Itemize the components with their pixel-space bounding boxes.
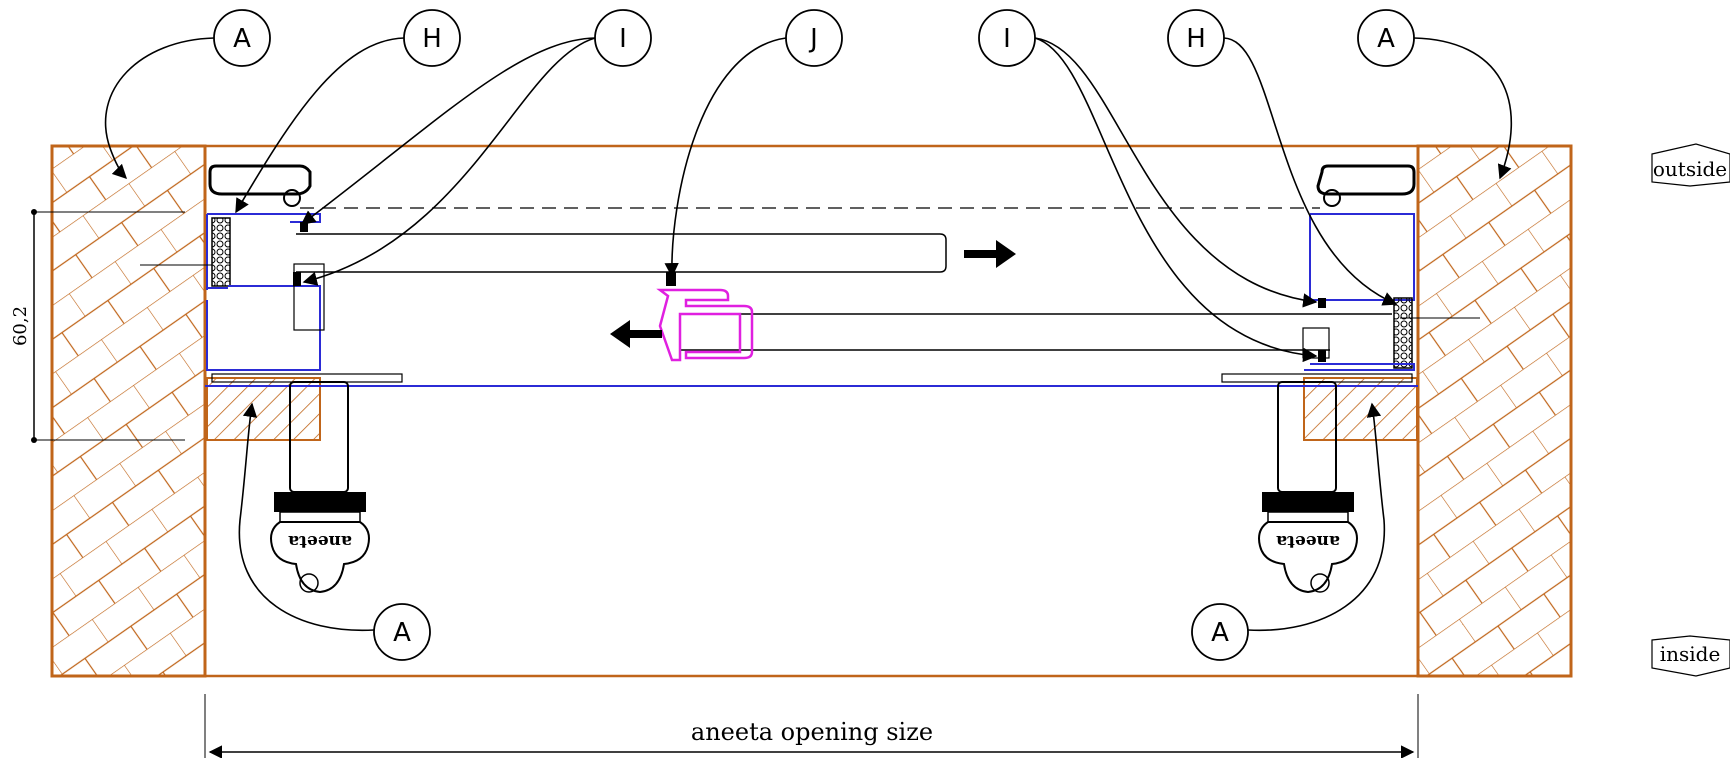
callout-h-2: H — [1167, 9, 1225, 67]
right-wall — [1416, 144, 1573, 678]
callout-h-1-letter: H — [422, 24, 442, 54]
callout-a-2: A — [1357, 9, 1415, 67]
inner-sash-panel — [680, 313, 1392, 351]
left-frame — [140, 164, 325, 371]
height-dimension: 60,2 — [10, 209, 185, 443]
callout-a-4: A — [1191, 603, 1249, 661]
inside-label: inside — [1660, 642, 1721, 666]
inside-tag: inside — [1651, 635, 1730, 677]
opening-dimension: aneeta opening size — [204, 694, 1419, 758]
callout-j: J — [785, 9, 843, 67]
leader-lines — [104, 37, 1513, 632]
right-key-brand-label: aneeta — [1276, 531, 1340, 551]
left-key-brand-label: aneeta — [288, 531, 352, 551]
left-wall — [50, 144, 207, 678]
callout-i-1: I — [594, 9, 652, 67]
callout-h-1: H — [403, 9, 461, 67]
callout-i-1-letter: I — [619, 24, 627, 54]
callout-i-2-letter: I — [1003, 24, 1011, 54]
interlock-profile — [656, 272, 754, 362]
callout-j-letter: J — [808, 24, 818, 54]
opening-outline — [205, 144, 1418, 678]
outside-tag: outside — [1651, 143, 1730, 187]
outer-sash-panel — [296, 233, 947, 273]
left-lock-key: aneeta — [270, 381, 370, 594]
callout-a-1-letter: A — [233, 24, 251, 54]
right-frame — [1302, 164, 1480, 371]
right-lock-key: aneeta — [1258, 381, 1358, 594]
callout-a-2-letter: A — [1377, 24, 1395, 54]
left-timber-block — [206, 377, 321, 441]
callout-a-3-letter: A — [393, 618, 411, 648]
opening-size-label: aneeta opening size — [691, 718, 933, 746]
outside-label: outside — [1653, 157, 1727, 181]
slide-arrow-right — [964, 240, 1016, 268]
callout-a-4-letter: A — [1211, 618, 1229, 648]
callout-a-1: A — [213, 9, 271, 67]
slide-arrow-left — [610, 320, 662, 348]
right-timber-block — [1303, 377, 1418, 441]
callout-h-2-letter: H — [1186, 24, 1206, 54]
dimension-value: 60,2 — [10, 306, 31, 346]
callout-a-3: A — [373, 603, 431, 661]
callout-i-2: I — [978, 9, 1036, 67]
